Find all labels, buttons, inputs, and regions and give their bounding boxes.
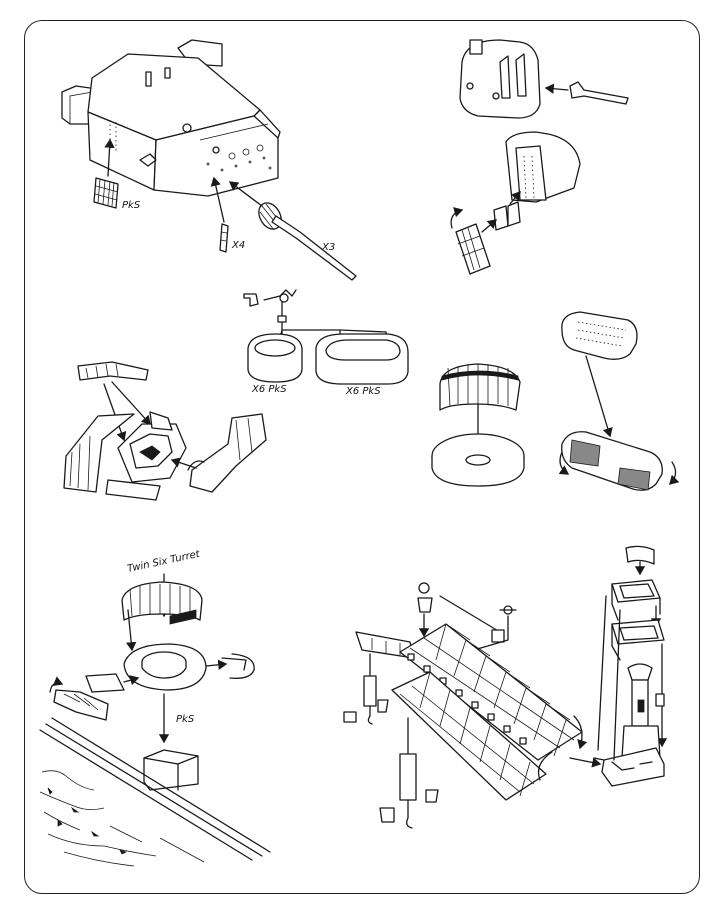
pe-label: PkS [122, 200, 141, 211]
gun-barrel-part [258, 202, 357, 281]
main-turret-assembly: PkS X4 X3 [61, 39, 357, 281]
round-tub-assembly [431, 363, 525, 487]
aa-gun-mount-assembly [63, 361, 267, 501]
pe-ladder-part [93, 177, 119, 209]
rolled-pe-sheet-assembly [558, 311, 680, 491]
pe-label-2: PkS [176, 714, 195, 725]
secondary-turret-assembly [450, 39, 629, 275]
twin-six-turret-assembly: Twin Six Turret PkS [39, 549, 271, 867]
x4-label: X4 [231, 240, 245, 251]
gun-tubs-assembly: X6 PkS X6 PkS [243, 289, 409, 397]
x6-pe-label-right: X6 PkS [345, 386, 381, 397]
x3-label: X3 [321, 242, 335, 253]
crane-boom-assembly [343, 582, 588, 829]
x6-pe-label-left: X6 PkS [251, 384, 287, 395]
twin-six-turret-label: Twin Six Turret [126, 549, 201, 575]
mast-platform-assembly [569, 545, 668, 787]
